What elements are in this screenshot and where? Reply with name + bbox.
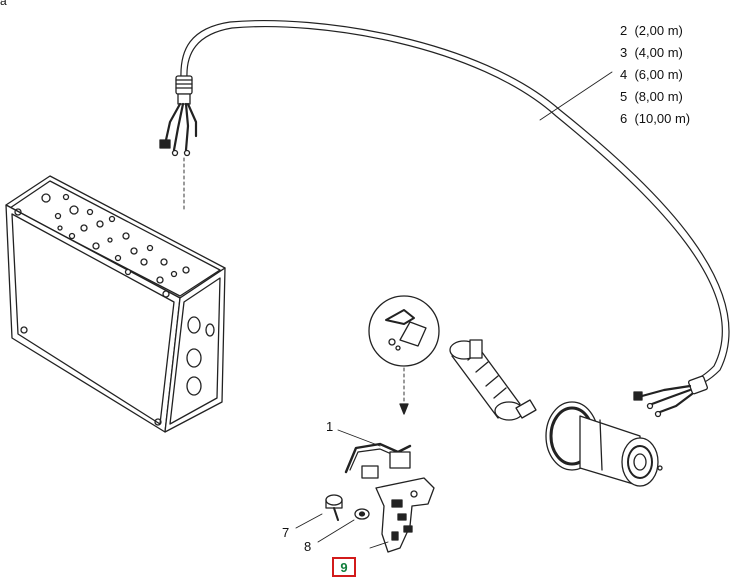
cable-option-6: 6 (10,00 m) xyxy=(620,108,690,130)
cable-leader xyxy=(539,71,613,121)
callout-part-9-highlight[interactable]: 9 xyxy=(332,557,356,577)
cable-option-length: (4,00 m) xyxy=(634,45,683,60)
detail-magnifier xyxy=(368,295,440,415)
cable-option-length: (6,00 m) xyxy=(634,67,683,82)
part-1-switch xyxy=(337,429,412,479)
corner-label: a xyxy=(0,0,7,8)
callout-part-1[interactable]: 1 xyxy=(326,419,334,434)
bracket-plate xyxy=(369,477,435,553)
junction-box xyxy=(5,175,226,433)
cable xyxy=(180,20,730,385)
cable-option-4: 4 (6,00 m) xyxy=(620,64,683,86)
cable-option-number: 3 xyxy=(620,45,628,60)
cable-option-number: 4 xyxy=(620,67,628,82)
callout-part-9[interactable]: 9 xyxy=(340,560,348,575)
callout-part-7[interactable]: 7 xyxy=(282,525,290,540)
cable-option-length: (2,00 m) xyxy=(634,23,683,38)
cable-option-number: 5 xyxy=(620,89,628,104)
cable-option-5: 5 (8,00 m) xyxy=(620,86,683,108)
lower-cable-gland xyxy=(633,375,708,418)
flange-housing xyxy=(545,401,663,487)
upper-cable-gland xyxy=(159,75,198,211)
sensor-unit xyxy=(449,339,537,421)
cable-option-length: (8,00 m) xyxy=(634,89,683,104)
cable-option-3: 3 (4,00 m) xyxy=(620,42,683,64)
part-8-washer xyxy=(317,508,370,543)
cable-option-number: 2 xyxy=(620,23,628,38)
cable-option-number: 6 xyxy=(620,111,628,126)
callout-part-8[interactable]: 8 xyxy=(304,539,312,554)
part-7-screw xyxy=(295,494,343,529)
cable-option-2: 2 (2,00 m) xyxy=(620,20,683,42)
cable-option-length: (10,00 m) xyxy=(634,111,691,126)
